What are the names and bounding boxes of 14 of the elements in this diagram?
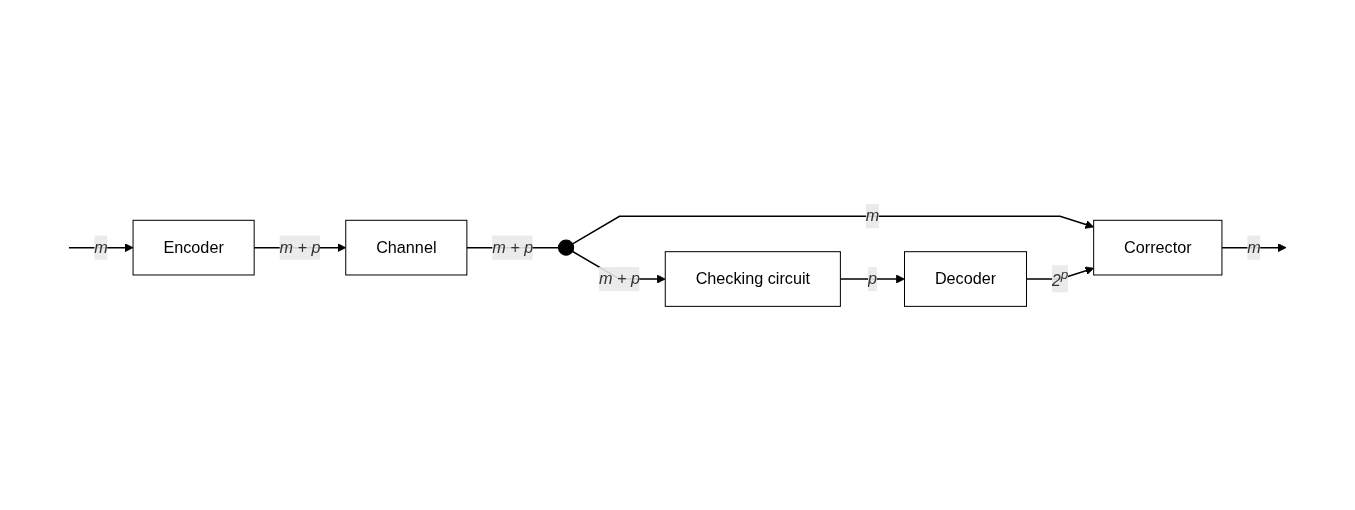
edge-label: m + p <box>279 238 321 256</box>
node-circle <box>557 239 575 256</box>
edge-label: p <box>867 269 877 287</box>
edge-label: m + p <box>492 238 534 256</box>
edge-label: m <box>865 206 880 225</box>
node-box: Corrector <box>1093 219 1223 276</box>
edge-label: 2$^{p}$ <box>1051 266 1069 289</box>
node-box: Decoder <box>904 250 1027 307</box>
edge-label: m + p <box>598 269 640 287</box>
edge-label: m <box>1247 238 1261 256</box>
edge-label: m <box>94 238 108 256</box>
node-box: Checking circuit <box>664 250 841 307</box>
node-box: Channel <box>345 219 468 276</box>
node-box: Encoder <box>132 219 255 276</box>
